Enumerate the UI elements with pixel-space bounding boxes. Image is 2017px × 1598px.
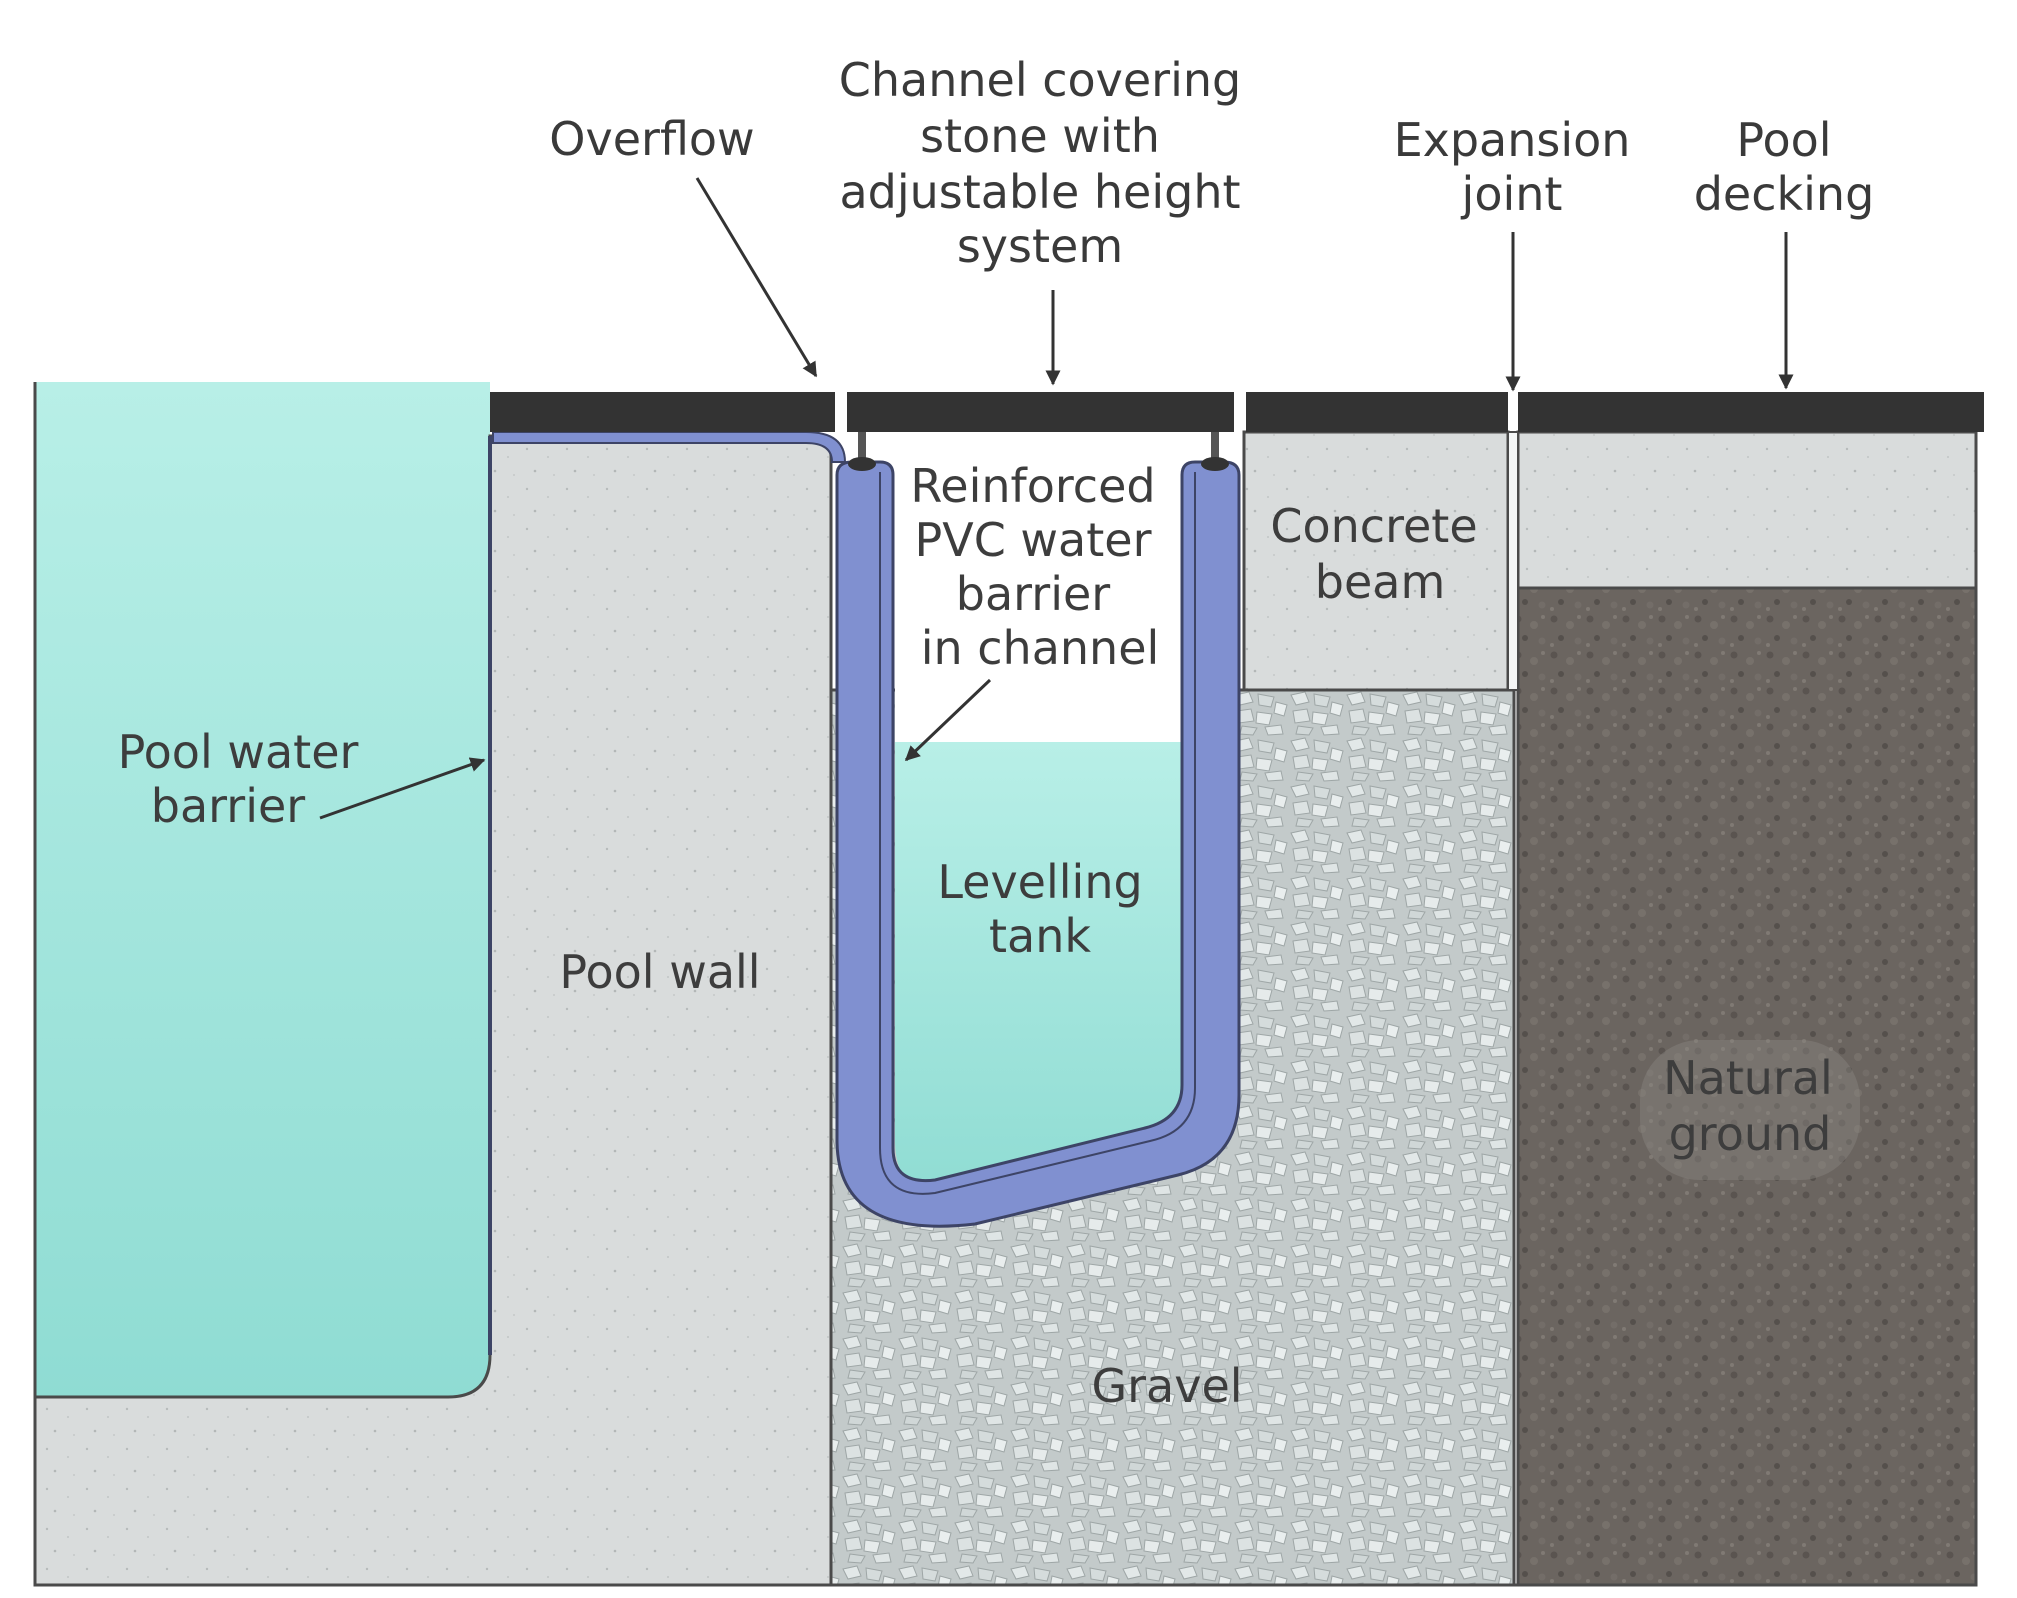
natural-ground-label-haze bbox=[1640, 1040, 1860, 1180]
pool-water-barrier-label-line-2: barrier bbox=[151, 779, 305, 833]
pool-water-barrier-label-line-1: Pool water bbox=[118, 725, 359, 779]
natural-ground-label-line-2: ground bbox=[1669, 1107, 1832, 1161]
reinforced-pvc-label-line-4: in channel bbox=[921, 621, 1160, 675]
pool-water-barrier bbox=[492, 431, 847, 463]
levelling-tank-water bbox=[895, 742, 1196, 1200]
beam-coping-stone bbox=[1246, 392, 1508, 432]
channel-cover-label-line-2: stone with bbox=[920, 109, 1160, 163]
reinforced-pvc-label: Reinforced PVC water barrier in channel bbox=[910, 459, 1159, 675]
concrete-beam-label: Concrete beam bbox=[1270, 499, 1477, 609]
channel-air bbox=[895, 470, 1196, 742]
channel-cover-label-line-3: adjustable height bbox=[839, 165, 1240, 219]
overflow-edge-stone bbox=[490, 392, 835, 432]
natural-ground-label-line-1: Natural bbox=[1663, 1051, 1833, 1105]
pool-decking-label-line-2: decking bbox=[1694, 167, 1875, 221]
expansion-joint bbox=[1507, 431, 1519, 691]
overflow-arrow bbox=[695, 177, 818, 378]
support-foot-left bbox=[848, 457, 876, 471]
concrete-beam bbox=[1242, 430, 1510, 692]
pvc-barrier-arrow bbox=[904, 678, 992, 762]
reinforced-pvc-label-line-1: Reinforced bbox=[910, 459, 1155, 513]
natural-ground bbox=[1516, 586, 1978, 1587]
channel-cover-label: Channel covering stone with adjustable h… bbox=[839, 53, 1241, 273]
pool-wall-label: Pool wall bbox=[559, 945, 760, 999]
pool-decking-label: Pool decking bbox=[1694, 113, 1875, 221]
pool-decking-slab bbox=[1516, 430, 1978, 590]
support-pin-right bbox=[1211, 432, 1219, 462]
concrete-beam-label-line-1: Concrete bbox=[1270, 499, 1477, 553]
levelling-tank-label-line-2: tank bbox=[989, 909, 1091, 963]
pool-water-barrier-arrow bbox=[319, 757, 486, 820]
levelling-tank-label: Levelling tank bbox=[937, 855, 1142, 963]
expansion-joint-label-line-1: Expansion bbox=[1394, 113, 1631, 167]
pool-water-barrier-label: Pool water barrier bbox=[118, 725, 359, 833]
overflow-label: Overflow bbox=[549, 112, 754, 166]
channel-cover-label-line-4: system bbox=[957, 219, 1123, 273]
gravel-label: Gravel bbox=[1091, 1359, 1242, 1413]
natural-ground-label: Natural ground bbox=[1663, 1051, 1833, 1161]
pvc-inner-line bbox=[879, 472, 1196, 1195]
pool-decking-stone bbox=[1518, 392, 1984, 432]
channel-covering-stone bbox=[847, 392, 1234, 432]
support-pin-left bbox=[858, 432, 866, 462]
pvc-channel-barrier bbox=[835, 460, 1241, 1228]
pool-water bbox=[35, 382, 490, 1397]
levelling-tank-label-line-1: Levelling bbox=[937, 855, 1142, 909]
reinforced-pvc-label-line-2: PVC water bbox=[914, 513, 1151, 567]
reinforced-pvc-label-line-3: barrier bbox=[956, 567, 1110, 621]
concrete-beam-label-line-2: beam bbox=[1315, 555, 1446, 609]
expansion-joint-label-line-2: joint bbox=[1461, 167, 1563, 221]
pool-decking-label-line-1: Pool bbox=[1736, 113, 1831, 167]
expansion-joint-label: Expansion joint bbox=[1394, 113, 1631, 221]
channel-cover-label-line-1: Channel covering bbox=[839, 53, 1241, 107]
support-foot-right bbox=[1201, 457, 1229, 471]
